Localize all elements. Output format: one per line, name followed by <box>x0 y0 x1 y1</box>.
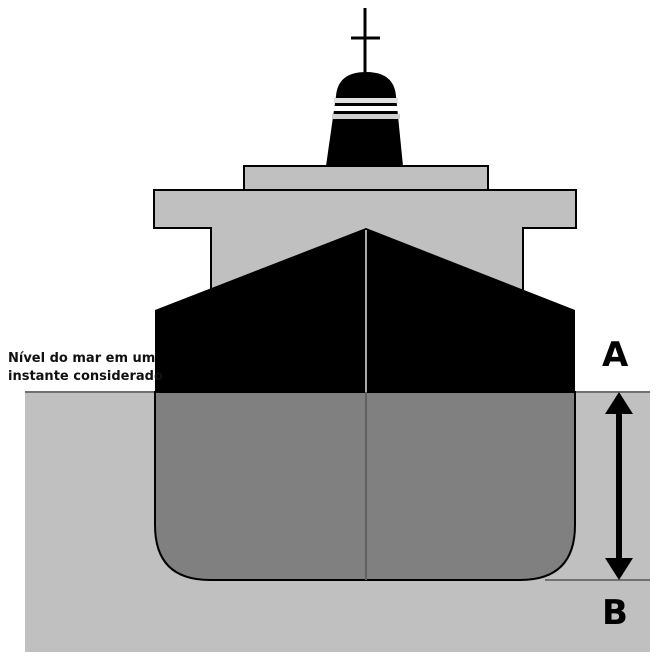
upper-deck <box>243 165 489 191</box>
funnel-stripe-3 <box>332 114 400 119</box>
mast-cross-icon <box>351 8 380 72</box>
funnel-stripe-2 <box>333 106 399 111</box>
funnel-stripe-1 <box>334 98 398 103</box>
sea-level-label-line-2: instante considerado <box>8 369 163 384</box>
sea-level-label-line-1: Nível do mar em um <box>8 351 156 366</box>
point-a-label: A <box>602 335 629 375</box>
point-b-label: B <box>602 593 628 633</box>
double-headed-vertical-arrow-icon <box>605 392 633 580</box>
sea-level-label: Nível do mar em um instante considerado <box>8 350 163 386</box>
